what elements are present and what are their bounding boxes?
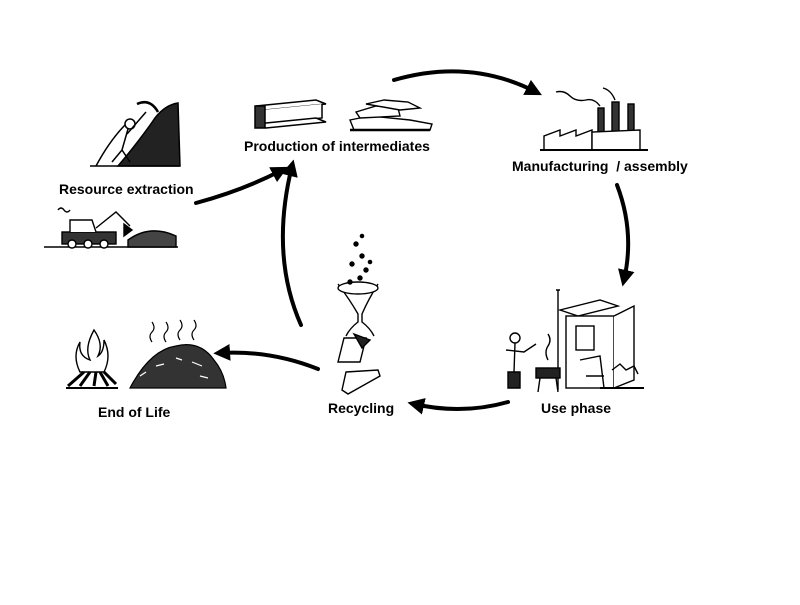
label-manufacturing-assembly: Manufacturing / assembly bbox=[512, 158, 688, 174]
arrow-recycling-to-production bbox=[280, 159, 303, 327]
label-end-of-life: End of Life bbox=[98, 404, 171, 420]
steel-beam-icon bbox=[254, 99, 327, 129]
arrow-recycling-to-endoflife bbox=[213, 344, 320, 371]
excavator-icon bbox=[44, 207, 178, 249]
house-with-barbecue-icon bbox=[505, 289, 644, 393]
label-resource-extraction: Resource extraction bbox=[59, 181, 194, 197]
recycling-funnel-icon bbox=[337, 233, 381, 395]
arrow-resource-to-production bbox=[194, 166, 288, 205]
arrow-manufacturing-to-use bbox=[615, 183, 635, 287]
arrow-production-to-manufacturing bbox=[392, 69, 542, 96]
factory-icon bbox=[540, 87, 648, 151]
miner-icon bbox=[90, 101, 181, 167]
metal-ingots-icon bbox=[349, 99, 433, 132]
fire-icon bbox=[66, 328, 118, 389]
label-use-phase: Use phase bbox=[541, 400, 612, 416]
arrow-use-to-recycling bbox=[407, 398, 510, 415]
label-recycling: Recycling bbox=[328, 400, 395, 416]
landfill-icon bbox=[129, 319, 227, 389]
label-production-of-intermediates: Production of intermediates bbox=[244, 138, 430, 154]
